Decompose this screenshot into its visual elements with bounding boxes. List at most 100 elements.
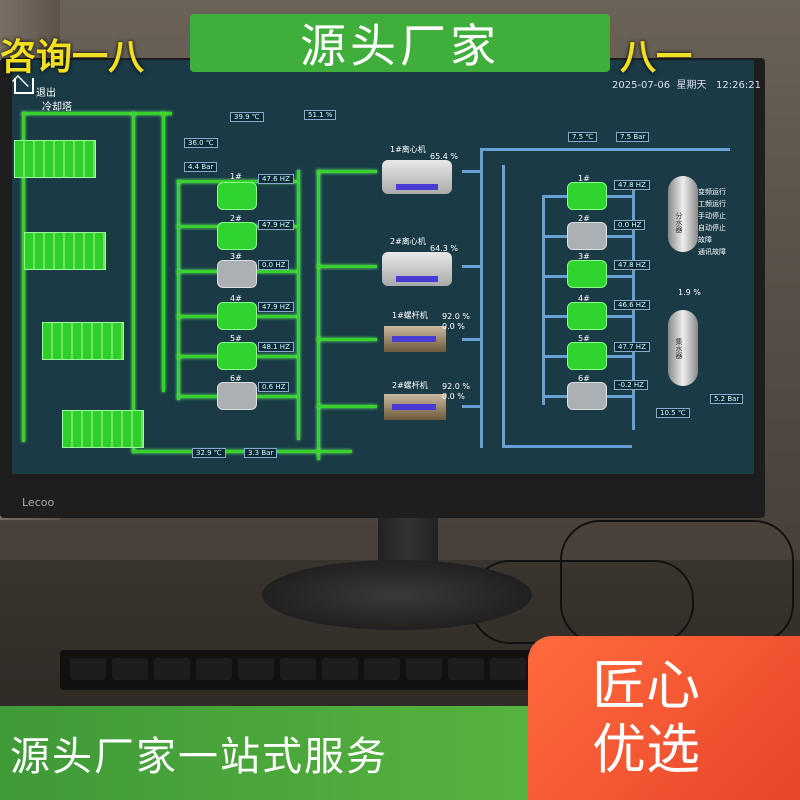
top-banner: 咨询一八 源头厂家 八一 bbox=[0, 14, 800, 78]
screw-chiller[interactable] bbox=[384, 394, 446, 420]
pipe bbox=[132, 450, 352, 453]
cooling-tower[interactable] bbox=[62, 410, 144, 448]
pump-hz: 47.9 HZ bbox=[258, 220, 294, 230]
pipe bbox=[480, 148, 730, 151]
pipe bbox=[462, 265, 482, 268]
status-bar bbox=[392, 404, 436, 410]
readout: 10.5 ℃ bbox=[656, 408, 690, 418]
readout: 7.5 ℃ bbox=[568, 132, 598, 142]
readout: 4.4 Bar bbox=[184, 162, 218, 172]
pump-hz: 48.1 HZ bbox=[258, 342, 294, 352]
cooling-tower[interactable] bbox=[42, 322, 124, 360]
chilled-pump[interactable] bbox=[567, 222, 607, 250]
pump-name: 6# bbox=[578, 374, 590, 383]
chiller-name: 1#螺杆机 bbox=[392, 311, 428, 320]
cooling-pump[interactable] bbox=[217, 260, 257, 288]
chiller-load: 64.3 % bbox=[430, 244, 458, 253]
chilled-pump[interactable] bbox=[567, 302, 607, 330]
badge-line1: 匠心 bbox=[592, 654, 700, 717]
pump-name: 4# bbox=[578, 294, 590, 303]
legend-item: 手动停止 bbox=[698, 212, 726, 220]
pipe bbox=[317, 405, 377, 408]
status-bar bbox=[396, 276, 438, 282]
pipe bbox=[502, 445, 632, 448]
pipe bbox=[177, 180, 297, 183]
pump-name: 2# bbox=[578, 214, 590, 223]
cooling-pump[interactable] bbox=[217, 222, 257, 250]
key bbox=[280, 658, 316, 680]
badge-line2: 优选 bbox=[592, 718, 700, 781]
monitor-stand-base bbox=[262, 560, 532, 630]
pipe bbox=[462, 170, 482, 173]
screw-chiller[interactable] bbox=[384, 326, 446, 352]
status-bar bbox=[392, 336, 436, 342]
return-header-tank[interactable] bbox=[668, 310, 698, 386]
cooling-tower[interactable] bbox=[24, 232, 106, 270]
readout: 1.9 % bbox=[678, 288, 701, 297]
tower-section-label: 冷却塔 bbox=[42, 102, 72, 113]
chiller-load-2: 0.0 % bbox=[442, 322, 465, 331]
pump-hz: -0.2 HZ bbox=[614, 380, 648, 390]
legend-item: 故障 bbox=[698, 236, 712, 244]
weekday: 星期天 bbox=[676, 80, 707, 91]
cooling-pump[interactable] bbox=[217, 382, 257, 410]
pump-hz: 47.8 HZ bbox=[614, 180, 650, 190]
hvac-screen: 1# 47.6 HZ 2# 47.9 HZ 3# 0.0 HZ 4# 47.9 … bbox=[12, 60, 754, 474]
chilled-pump[interactable] bbox=[567, 182, 607, 210]
pipe bbox=[317, 170, 320, 460]
supply-header-tank[interactable] bbox=[668, 176, 698, 252]
pump-name: 2# bbox=[230, 214, 242, 223]
pump-hz: 47.9 HZ bbox=[258, 302, 294, 312]
cooling-tower[interactable] bbox=[14, 140, 96, 178]
pipe bbox=[462, 338, 482, 341]
cooling-pump[interactable] bbox=[217, 182, 257, 210]
pipe bbox=[502, 165, 505, 445]
monitor-brand: Lecoo bbox=[22, 496, 55, 509]
readout: 39.9 ℃ bbox=[230, 112, 264, 122]
pipe bbox=[297, 170, 300, 440]
pump-hz: 46.6 HZ bbox=[614, 300, 650, 310]
readout: 3.3 Bar bbox=[244, 448, 278, 458]
cable bbox=[560, 520, 794, 644]
pipe bbox=[462, 405, 482, 408]
chilled-pump[interactable] bbox=[567, 260, 607, 288]
date: 2025-07-06 bbox=[612, 80, 671, 91]
pump-hz: 47.7 HZ bbox=[614, 342, 650, 352]
chiller-name: 2#螺杆机 bbox=[392, 381, 428, 390]
pipe bbox=[317, 265, 377, 268]
pump-name: 3# bbox=[230, 252, 242, 261]
pump-name: 1# bbox=[230, 172, 242, 181]
home-icon[interactable] bbox=[14, 78, 34, 94]
pipe bbox=[317, 170, 377, 173]
centrifugal-chiller[interactable] bbox=[382, 160, 452, 194]
key bbox=[238, 658, 274, 680]
pipe bbox=[480, 148, 483, 448]
pump-hz: 0.0 HZ bbox=[614, 220, 646, 230]
key bbox=[406, 658, 442, 680]
legend-item: 变频运行 bbox=[698, 188, 726, 196]
key bbox=[70, 658, 106, 680]
cooling-pump[interactable] bbox=[217, 302, 257, 330]
pump-name: 1# bbox=[578, 174, 590, 183]
centrifugal-chiller[interactable] bbox=[382, 252, 452, 286]
pipe bbox=[177, 180, 180, 400]
pipe bbox=[22, 112, 172, 115]
pump-hz: 47.6 HZ bbox=[258, 174, 294, 184]
legend-item: 自动停止 bbox=[698, 224, 726, 232]
exit-button[interactable]: 退出 bbox=[36, 88, 56, 99]
chiller-load: 65.4 % bbox=[430, 152, 458, 161]
key bbox=[322, 658, 358, 680]
chilled-pump[interactable] bbox=[567, 342, 607, 370]
key bbox=[490, 658, 526, 680]
key bbox=[154, 658, 190, 680]
readout: 5.2 Bar bbox=[710, 394, 744, 404]
datetime-readout: 2025-07-06 星期天 12:26:21 bbox=[612, 76, 761, 91]
pipe bbox=[162, 112, 165, 392]
pipe bbox=[542, 195, 545, 405]
readout: 51.1 % bbox=[304, 110, 337, 120]
pump-name: 4# bbox=[230, 294, 242, 303]
tank-label: 集水器 bbox=[675, 338, 683, 359]
chilled-pump[interactable] bbox=[567, 382, 607, 410]
key bbox=[196, 658, 232, 680]
cooling-pump[interactable] bbox=[217, 342, 257, 370]
